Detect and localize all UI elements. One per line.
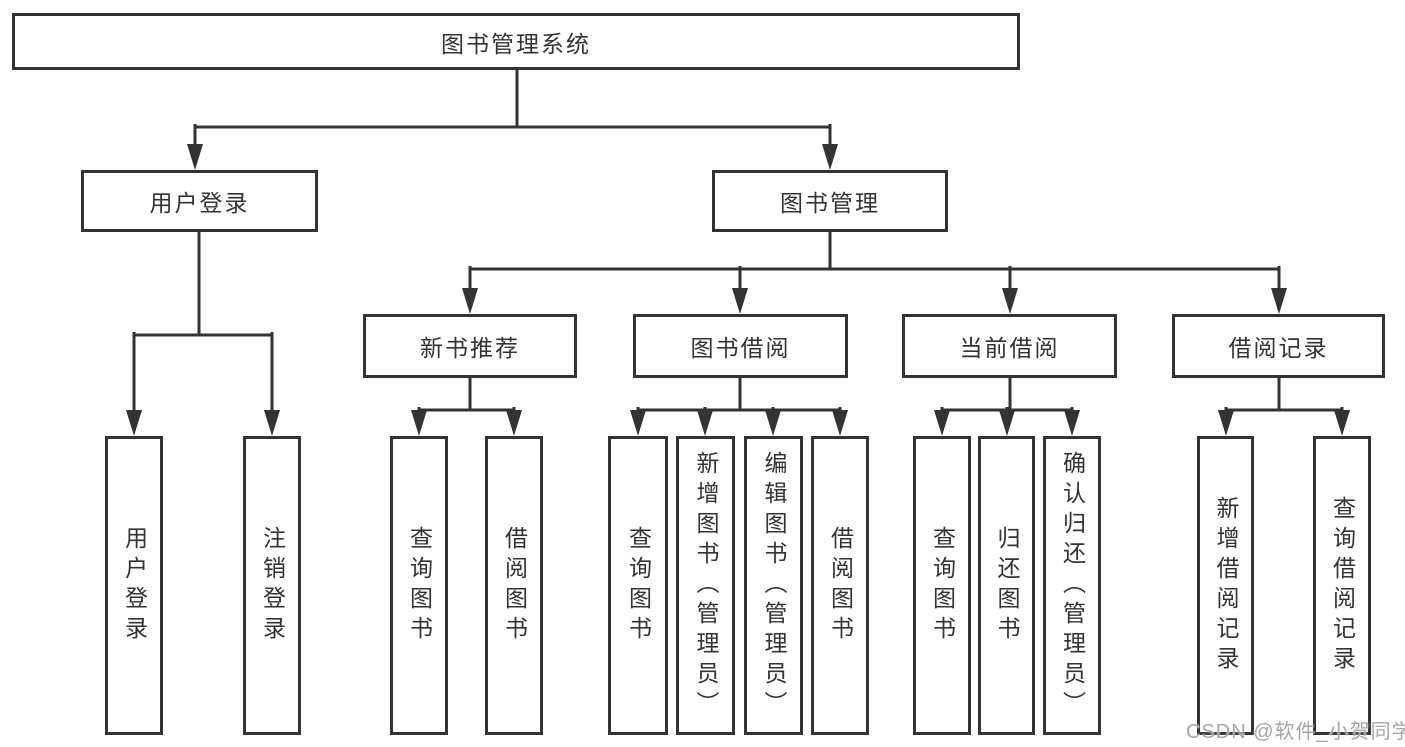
node-user-login-label: 用户登录 — [149, 190, 250, 216]
node-user-login: 用户登录 — [81, 170, 318, 232]
node-new-book-recommend: 新书推荐 — [363, 314, 577, 378]
leaf-edit-book-admin-label: 编辑图书（管理员） — [761, 450, 787, 721]
leaf-confirm-return-admin: 确认归还（管理员） — [1043, 436, 1101, 735]
leaf-query-borrow-record: 查询借阅记录 — [1313, 436, 1371, 735]
leaf-user-login-label: 用户登录 — [121, 525, 148, 646]
leaf-borrow-books-label: 借阅图书 — [501, 525, 528, 646]
leaf-add-book-admin: 新增图书（管理员） — [676, 436, 735, 735]
leaf-query-books-label: 查询图书 — [406, 525, 433, 646]
leaf-confirm-return-admin-label: 确认归还（管理员） — [1059, 450, 1086, 721]
leaf-query-borrow-record-label: 查询借阅记录 — [1329, 495, 1356, 676]
node-borrowing-records: 借阅记录 — [1172, 314, 1385, 378]
leaf-query-books: 查询图书 — [390, 436, 448, 735]
node-book-management: 图书管理 — [712, 170, 948, 232]
csdn-watermark: CSDN @软件_小贺同学 — [1186, 721, 1405, 743]
node-current-borrowing-label: 当前借阅 — [959, 335, 1060, 361]
leaf-return-book-label: 归还图书 — [994, 525, 1020, 646]
leaf-return-book: 归还图书 — [978, 436, 1035, 735]
leaf-logout: 注销登录 — [243, 436, 301, 735]
node-book-borrowing: 图书借阅 — [633, 314, 848, 378]
leaf-add-borrow-record-label: 新增借阅记录 — [1213, 495, 1239, 676]
leaf-add-book-admin-label: 新增图书（管理员） — [693, 450, 719, 721]
leaf-borrow-books: 借阅图书 — [811, 436, 869, 735]
leaf-add-borrow-record: 新增借阅记录 — [1197, 436, 1254, 735]
node-book-borrowing-label: 图书借阅 — [690, 335, 791, 361]
node-current-borrowing: 当前借阅 — [902, 314, 1117, 378]
leaf-query-books: 查询图书 — [913, 436, 971, 735]
leaf-borrow-books-label: 借阅图书 — [827, 525, 854, 646]
leaf-user-login: 用户登录 — [105, 436, 163, 735]
node-book-management-label: 图书管理 — [780, 190, 880, 216]
leaf-edit-book-admin: 编辑图书（管理员） — [744, 436, 803, 735]
leaf-query-books-label: 查询图书 — [929, 525, 956, 646]
leaf-logout-label: 注销登录 — [259, 525, 286, 646]
leaf-borrow-books: 借阅图书 — [485, 436, 543, 735]
node-root-system: 图书管理系统 — [12, 13, 1020, 70]
node-new-book-recommend-label: 新书推荐 — [420, 335, 520, 361]
leaf-query-books-label: 查询图书 — [625, 525, 652, 646]
node-borrowing-records-label: 借阅记录 — [1228, 335, 1329, 361]
leaf-query-books: 查询图书 — [608, 436, 668, 735]
node-root-label: 图书管理系统 — [441, 30, 591, 57]
